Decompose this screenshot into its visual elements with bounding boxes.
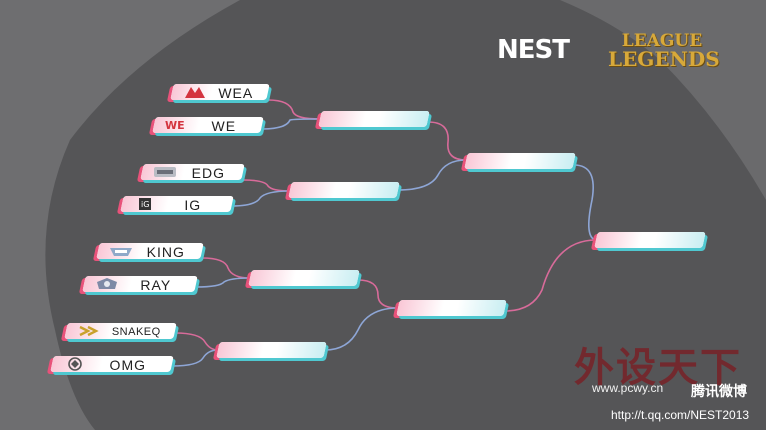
team-name: WE <box>211 118 237 134</box>
ig-logo-icon: iG <box>130 197 160 211</box>
connector-line <box>573 164 597 241</box>
wea-logo-icon <box>180 85 210 99</box>
site-domain-watermark: www.pcwy.cn <box>592 381 664 395</box>
connector-line <box>261 118 321 130</box>
left-panel-shape <box>0 0 240 430</box>
connector-line <box>231 190 291 207</box>
team-name: IG <box>184 197 202 213</box>
league-of-legends-logo: LEAGUE LEGENDS <box>608 31 720 71</box>
svg-text:WE: WE <box>165 119 185 132</box>
site-watermark: 外设天下 <box>574 344 742 391</box>
weibo-url-watermark: http://t.qq.com/NEST2013 <box>611 408 750 422</box>
connector-line <box>397 159 467 191</box>
team-name: RAY <box>140 277 172 293</box>
connector-line <box>201 257 251 279</box>
connector-line <box>427 121 467 161</box>
connector-line <box>324 307 399 351</box>
team-name: SNAKEQ <box>111 326 161 338</box>
semifinal-slot[interactable] <box>464 153 576 169</box>
ray-logo-icon <box>92 277 122 291</box>
team-slot-snakeq[interactable]: SNAKEQ <box>64 323 177 339</box>
team-name: OMG <box>109 357 147 373</box>
quarterfinal-slot[interactable] <box>216 342 327 358</box>
team-slot-ray[interactable]: RAY <box>82 276 198 293</box>
team-slot-edg[interactable]: EDG <box>140 164 245 181</box>
team-slot-ig[interactable]: iG IG <box>120 196 234 213</box>
connector-line <box>242 179 291 192</box>
svg-text:iG: iG <box>141 200 149 209</box>
team-name: EDG <box>191 165 225 181</box>
right-panel-shape <box>560 0 766 200</box>
team-slot-wea[interactable]: WEA <box>170 84 270 101</box>
team-slot-we[interactable]: WE WE <box>152 117 264 134</box>
king-logo-icon <box>106 244 136 258</box>
quarterfinal-slot[interactable] <box>248 270 360 286</box>
lol-logo-line1: LEAGUE <box>621 31 703 51</box>
semifinal-slot[interactable] <box>396 300 507 316</box>
edg-logo-icon <box>150 165 180 179</box>
champion-slot[interactable] <box>594 232 706 248</box>
quarterfinal-slot[interactable] <box>318 111 430 127</box>
connector-line <box>174 332 219 351</box>
connector-line <box>267 99 321 120</box>
quarterfinal-slot[interactable] <box>288 182 400 198</box>
team-name: WEA <box>218 85 254 101</box>
connector-line <box>357 279 399 309</box>
team-slot-omg[interactable]: OMG <box>50 356 174 373</box>
nest-logo: NEST <box>497 35 570 65</box>
snake-logo-icon <box>74 324 104 338</box>
team-name: KING <box>146 244 185 260</box>
connector-line <box>171 349 219 367</box>
weibo-watermark: 腾讯微博 <box>691 383 747 399</box>
we-logo-icon: WE <box>162 118 192 132</box>
team-slot-king[interactable]: KING <box>96 243 204 260</box>
lol-logo-line2: LEGENDS <box>608 47 720 71</box>
connector-line <box>504 239 597 312</box>
omg-logo-icon <box>60 357 90 371</box>
connector-line <box>195 277 251 288</box>
